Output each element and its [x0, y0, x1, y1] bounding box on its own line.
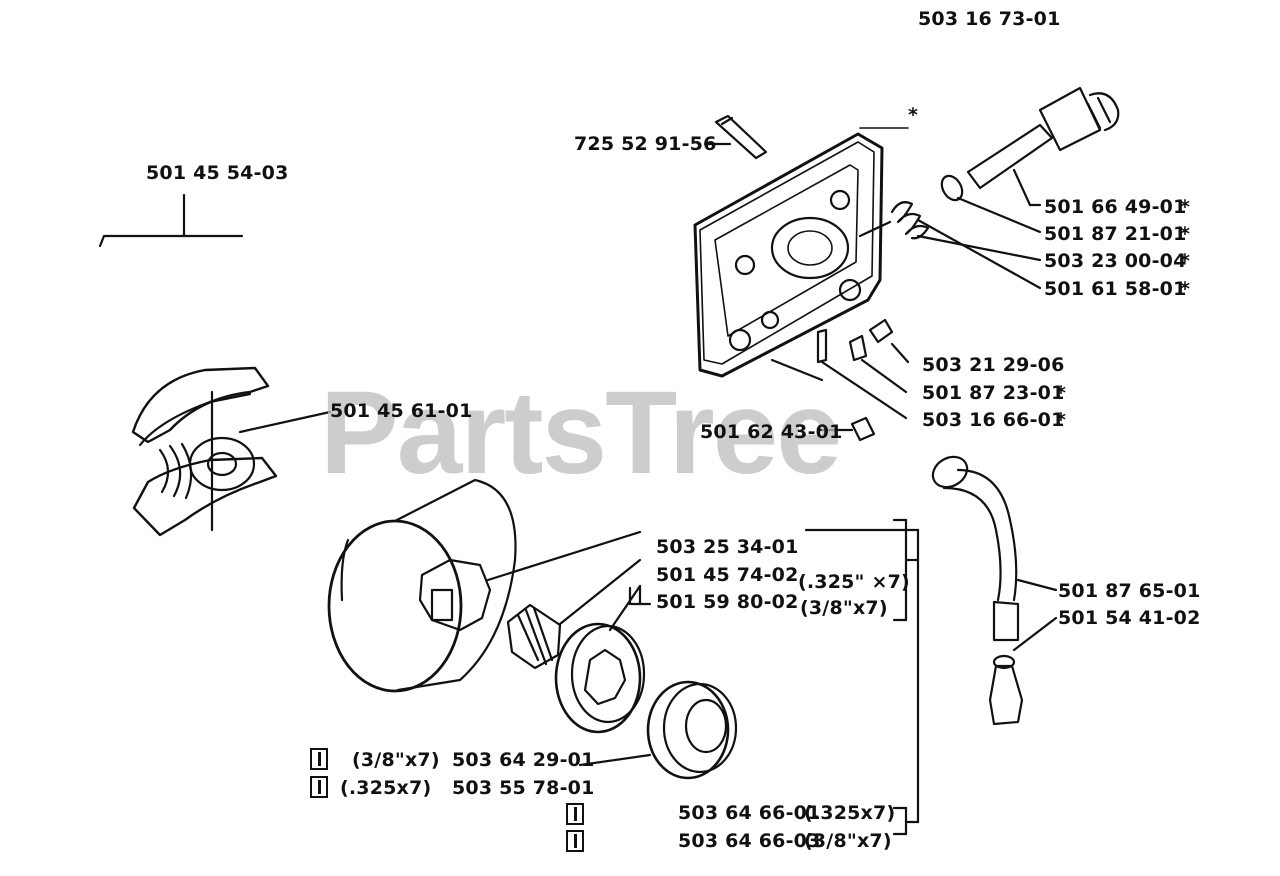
leader-501-61-58-01: [916, 218, 1042, 290]
label-501-62-43-01: 501 62 43-01: [700, 421, 843, 443]
clutch-shoes: [131, 366, 332, 537]
label-501-87-23-01: 501 87 23-01: [922, 382, 1065, 404]
star-501-87-21-01: *: [1180, 223, 1191, 245]
label-503-21-29-06: 503 21 29-06: [922, 354, 1065, 376]
label-503-64-29-01: 503 64 29-01: [452, 749, 595, 771]
oil-pump-housing: [693, 127, 909, 378]
rim-sprocket: [554, 584, 646, 734]
watermark: PartsTree: [320, 367, 842, 499]
star-501-61-58-01: *: [1180, 278, 1191, 300]
spec-3-8x7-spur: (3/8"x7): [352, 749, 440, 771]
star-501-87-23-01: *: [1056, 382, 1067, 404]
pump-shaft: [966, 86, 1120, 207]
label-725-52-91-56: 725 52 91-56: [574, 133, 717, 155]
label-503-64-66-03: 503 64 66-03: [678, 830, 821, 852]
oil-filter: [988, 616, 1058, 726]
bolt-part: [703, 114, 768, 160]
label-501-45-54-03: 501 45 54-03: [146, 162, 289, 184]
star-501-66-49-01: *: [1180, 196, 1191, 218]
note-box-icon: [566, 803, 584, 825]
label-503-55-78-01: 503 55 78-01: [452, 777, 595, 799]
note-box-icon: [310, 748, 328, 770]
star-503-16-66-01: *: [1056, 409, 1067, 431]
oil-hose: [931, 455, 1058, 642]
spur-sprocket: [578, 680, 738, 780]
star-503-23-00-04: *: [1180, 250, 1191, 272]
washer-part: [940, 174, 1042, 234]
adjust-screws: [770, 318, 910, 442]
note-box-icon: [310, 776, 328, 798]
label-503-16-73-01: 503 16 73-01: [918, 8, 1061, 30]
spec-3-8x7-drum: (3/8"x7): [804, 830, 892, 852]
clutch-drum: [327, 478, 642, 693]
label-501-87-65-01: 501 87 65-01: [1058, 580, 1201, 602]
label-501-61-58-01: 501 61 58-01: [1044, 278, 1187, 300]
spring-part: [858, 201, 1042, 262]
needle-bearing: [506, 558, 642, 670]
spec-325x7-drum: (.325x7): [804, 802, 896, 824]
label-501-59-80-02: 501 59 80-02: [656, 591, 799, 613]
label-501-54-41-02: 501 54 41-02: [1058, 607, 1201, 629]
label-503-64-66-01: 503 64 66-01: [678, 802, 821, 824]
label-501-87-21-01: 501 87 21-01: [1044, 223, 1187, 245]
label-503-16-66-01: 503 16 66-01: [922, 409, 1065, 431]
spec-325x7-rim: (.325" ×7): [798, 571, 910, 593]
label-501-66-49-01: 501 66 49-01: [1044, 196, 1187, 218]
label-501-45-61-01: 501 45 61-01: [330, 400, 473, 422]
spec-325x7-spur: (.325x7): [340, 777, 432, 799]
spec-3-8x7-rim: (3/8"x7): [800, 597, 888, 619]
bracket-501-45-54-03: [98, 193, 244, 248]
note-box-icon: [566, 830, 584, 852]
label-503-23-00-04: 503 23 00-04: [1044, 250, 1187, 272]
group-bracket: [628, 518, 920, 836]
label-503-25-34-01: 503 25 34-01: [656, 536, 799, 558]
label-501-45-74-02: 501 45 74-02: [656, 564, 799, 586]
star-housing: *: [908, 104, 919, 126]
